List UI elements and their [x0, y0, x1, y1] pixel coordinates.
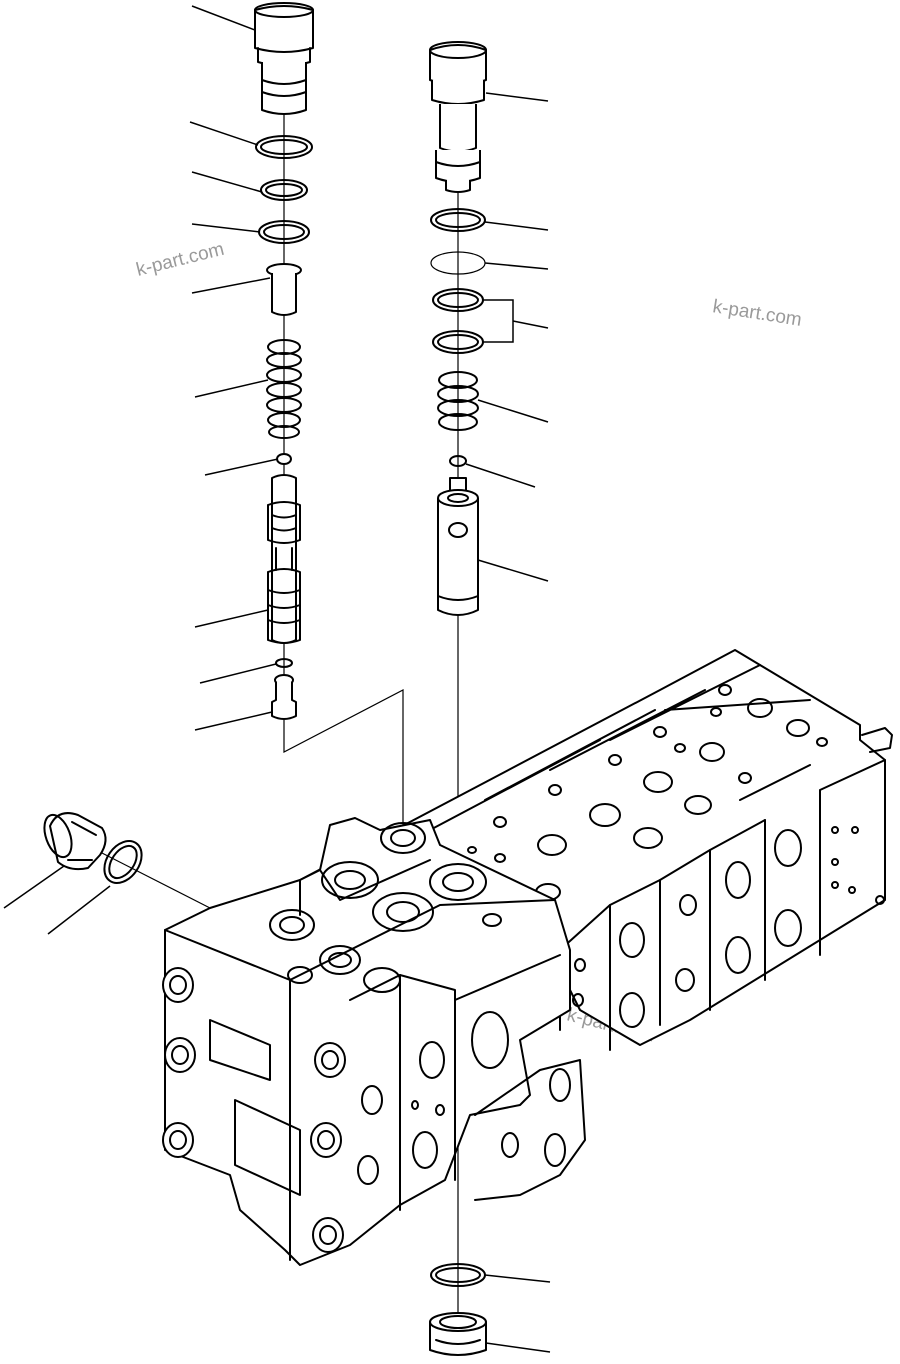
left-piston: [266, 263, 302, 316]
leader-06: [194, 379, 269, 398]
leader-01: [191, 5, 256, 31]
right-spring: [437, 371, 479, 431]
leader-14: [483, 299, 514, 343]
leader-14b: [512, 320, 549, 329]
leader-07: [204, 458, 279, 476]
leader-17: [477, 559, 549, 582]
right-sleeve: [437, 477, 479, 616]
watermark-1: k-part.com: [134, 239, 226, 281]
callout-leaders: [3, 5, 551, 1353]
control-valve-block: [162, 649, 893, 1266]
left-cap-plug: [254, 2, 314, 115]
leader-20: [484, 1274, 551, 1283]
leader-21: [485, 1342, 551, 1353]
leader-04: [191, 223, 261, 233]
right-o-ring-1: [430, 208, 486, 232]
left-spring: [266, 339, 302, 439]
port-holes-side: [572, 826, 885, 1028]
bottom-plug-assembly: [429, 1263, 487, 1356]
right-small-ring: [449, 455, 467, 467]
leader-16: [465, 463, 536, 488]
leader-12: [484, 221, 549, 231]
leader-18: [3, 865, 65, 909]
leader-02: [189, 121, 259, 146]
left-o-ring-2: [260, 179, 308, 201]
left-relief-valve-stack: [254, 2, 314, 720]
side-o-ring: [103, 840, 143, 884]
leader-15: [477, 399, 549, 423]
right-cap-plug: [429, 41, 487, 193]
leader-19: [47, 885, 111, 935]
leader-10: [194, 711, 273, 731]
leader-03: [191, 171, 263, 193]
side-plug-assembly: [43, 812, 143, 884]
left-o-ring-1: [255, 135, 313, 159]
bottom-plug: [429, 1312, 487, 1356]
left-spool: [267, 474, 301, 644]
left-small-ring: [276, 453, 292, 465]
leader-09: [199, 663, 277, 684]
watermark-2: k-part.com: [711, 296, 803, 331]
port-holes-top: [493, 684, 828, 901]
leader-13: [484, 262, 549, 270]
mounting-bolts: [162, 967, 346, 1253]
left-backup-ring: [275, 658, 293, 668]
leader-05: [191, 277, 271, 294]
leader-08: [194, 609, 269, 628]
left-end-plunger: [271, 674, 297, 720]
leader-11: [485, 92, 549, 102]
